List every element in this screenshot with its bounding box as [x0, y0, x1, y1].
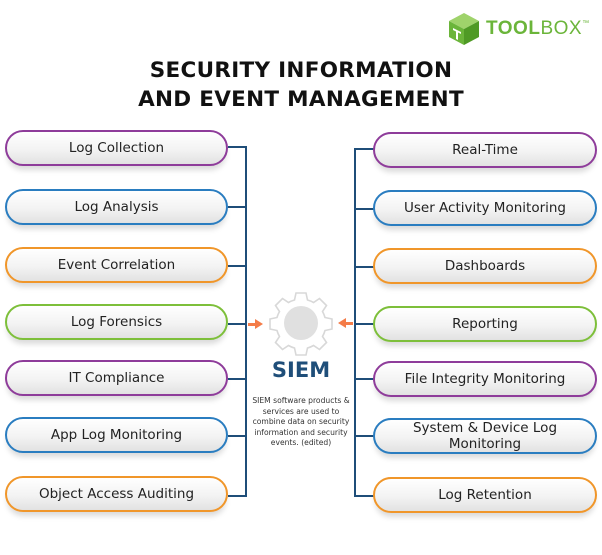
siem-label: SIEM — [271, 358, 331, 382]
item-label: App Log Monitoring — [50, 427, 183, 443]
item-log-collection: Log Collection — [5, 130, 228, 166]
item-label: User Activity Monitoring — [403, 200, 567, 216]
item-log-forensics: Log Forensics — [5, 304, 228, 340]
right-connector — [354, 435, 374, 437]
item-label: Log Retention — [438, 487, 532, 503]
item-dashboards: Dashboards — [373, 248, 597, 284]
left-connector — [228, 378, 247, 380]
item-reporting: Reporting — [373, 306, 597, 342]
item-label: IT Compliance — [68, 370, 165, 386]
gear-icon — [269, 292, 333, 356]
arrow-right-icon — [255, 319, 263, 329]
left-connector — [228, 146, 247, 148]
item-label: Log Analysis — [74, 199, 159, 215]
right-arrow-shaft — [345, 322, 353, 325]
left-connector — [228, 435, 247, 437]
right-connector — [354, 495, 374, 497]
item-label: Log Forensics — [70, 314, 163, 330]
left-arrow-shaft — [248, 323, 256, 326]
left-connector — [228, 323, 247, 325]
left-connector — [228, 206, 247, 208]
left-connector — [228, 495, 247, 497]
item-file-integrity-monitoring: File Integrity Monitoring — [373, 361, 597, 397]
item-event-correlation: Event Correlation — [5, 247, 228, 283]
right-connector — [354, 208, 374, 210]
brand-name-light: BOX — [540, 18, 583, 39]
item-object-access-auditing: Object Access Auditing — [5, 476, 228, 512]
title-line-2: AND EVENT MANAGEMENT — [138, 87, 464, 112]
item-system-device-log-monitoring: System & Device Log Monitoring — [373, 418, 597, 454]
right-connector — [354, 266, 374, 268]
cube-icon — [449, 13, 479, 45]
item-user-activity-monitoring: User Activity Monitoring — [373, 190, 597, 226]
brand-name: TOOLBOX™ — [486, 18, 590, 40]
toolbox-logo: TOOLBOX™ — [448, 12, 590, 46]
trademark: ™ — [582, 20, 590, 27]
item-log-analysis: Log Analysis — [5, 189, 228, 225]
item-label: System & Device Log Monitoring — [412, 420, 558, 452]
arrow-left-icon — [338, 318, 346, 328]
item-log-retention: Log Retention — [373, 477, 597, 513]
left-connector — [228, 265, 247, 267]
item-app-log-monitoring: App Log Monitoring — [5, 417, 228, 453]
item-label: Log Collection — [68, 140, 165, 156]
page-title: SECURITY INFORMATION AND EVENT MANAGEMEN… — [0, 56, 602, 114]
right-connector-vertical — [354, 148, 356, 497]
item-label: File Integrity Monitoring — [404, 371, 566, 387]
right-connector — [354, 148, 374, 150]
siem-description: SIEM software products & services are us… — [252, 396, 350, 447]
item-label: Real-Time — [452, 142, 518, 158]
title-line-1: SECURITY INFORMATION — [149, 58, 453, 83]
item-label: Dashboards — [444, 258, 526, 274]
right-connector — [354, 323, 374, 325]
left-connector-vertical — [245, 146, 247, 497]
item-real-time: Real-Time — [373, 132, 597, 168]
item-label: Object Access Auditing — [38, 486, 195, 502]
item-it-compliance: IT Compliance — [5, 360, 228, 396]
right-connector — [354, 378, 374, 380]
brand-name-bold: TOOL — [486, 18, 541, 39]
item-label: Reporting — [452, 316, 518, 332]
item-label: Event Correlation — [57, 257, 176, 273]
